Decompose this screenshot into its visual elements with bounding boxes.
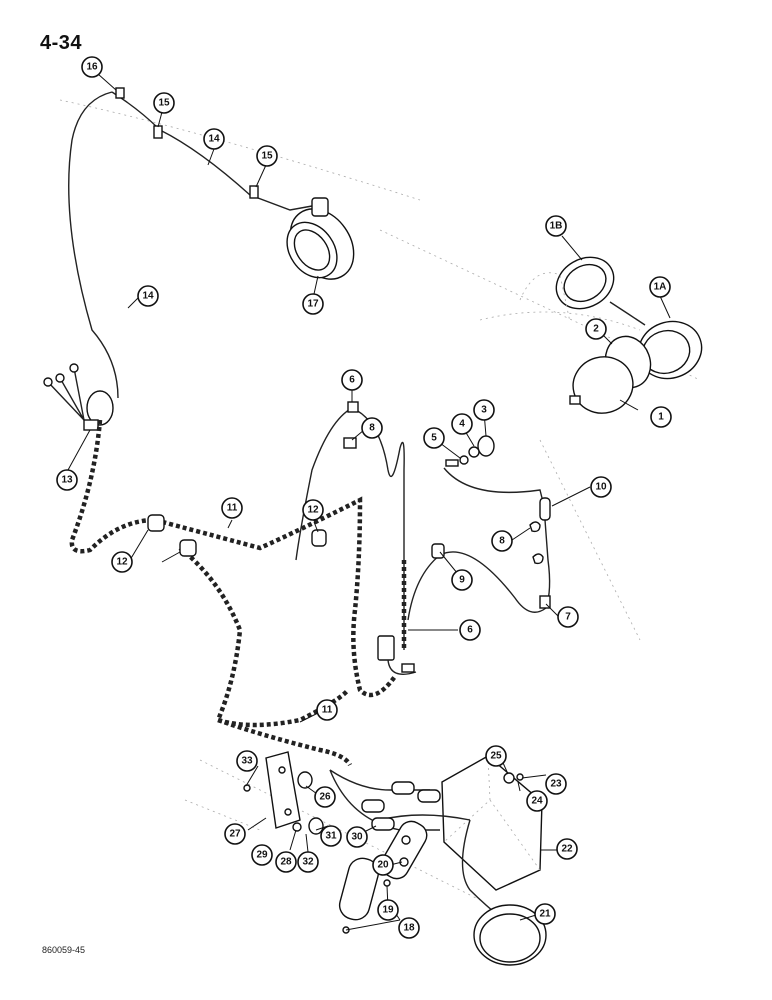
svg-text:5: 5 — [431, 433, 437, 444]
svg-text:8: 8 — [499, 536, 505, 547]
callout-21: 21 — [534, 903, 556, 925]
svg-text:4: 4 — [459, 419, 465, 430]
callout-6-upper: 6 — [341, 369, 363, 391]
svg-text:23: 23 — [550, 779, 562, 790]
svg-text:8: 8 — [369, 423, 375, 434]
callout-33: 33 — [236, 750, 258, 772]
callout-1B: 1B — [545, 215, 567, 237]
callout-1: 1 — [650, 406, 672, 428]
svg-text:13: 13 — [61, 475, 73, 486]
callout-8-upper: 8 — [361, 417, 383, 439]
svg-text:1B: 1B — [550, 221, 563, 232]
callout-12-right: 12 — [302, 499, 324, 521]
svg-text:19: 19 — [382, 905, 394, 916]
work-lamp-17 — [286, 197, 355, 280]
svg-text:31: 31 — [325, 831, 337, 842]
svg-text:6: 6 — [467, 625, 473, 636]
callout-23: 23 — [545, 773, 567, 795]
svg-text:1A: 1A — [654, 282, 667, 293]
svg-text:16: 16 — [86, 62, 98, 73]
leader-lines — [67, 73, 671, 931]
callout-11-lower: 11 — [316, 699, 338, 721]
drawing-code: 860059-45 — [42, 945, 86, 955]
callout-13: 13 — [56, 469, 78, 491]
callout-19: 19 — [377, 899, 399, 921]
center-wiring — [295, 401, 551, 650]
callout-18: 18 — [398, 917, 420, 939]
callout-25: 25 — [485, 745, 507, 767]
callout-15-lower: 15 — [256, 145, 278, 167]
headlamp-assembly — [519, 256, 703, 414]
svg-text:18: 18 — [403, 923, 415, 934]
svg-text:22: 22 — [561, 844, 573, 855]
callout-30: 30 — [346, 826, 368, 848]
svg-text:20: 20 — [377, 860, 389, 871]
callout-15-upper: 15 — [153, 92, 175, 114]
svg-text:1: 1 — [658, 412, 664, 423]
callout-14-lower: 14 — [137, 285, 159, 307]
callout-1A: 1A — [649, 276, 671, 298]
svg-text:3: 3 — [481, 405, 487, 416]
callout-17: 17 — [302, 293, 324, 315]
callout-4: 4 — [451, 413, 473, 435]
callout-20: 20 — [372, 854, 394, 876]
callout-5: 5 — [423, 427, 445, 449]
callout-10: 10 — [590, 476, 612, 498]
callout-8-lower: 8 — [491, 530, 513, 552]
machine-outline — [59, 99, 701, 901]
svg-text:12: 12 — [307, 505, 319, 516]
callout-2: 2 — [585, 318, 607, 340]
svg-text:24: 24 — [531, 796, 543, 807]
svg-text:21: 21 — [539, 909, 551, 920]
svg-text:6: 6 — [349, 375, 355, 386]
svg-text:14: 14 — [208, 134, 220, 145]
svg-text:28: 28 — [280, 857, 292, 868]
svg-text:7: 7 — [565, 612, 571, 623]
svg-text:9: 9 — [459, 575, 465, 586]
svg-text:25: 25 — [490, 751, 502, 762]
callout-27: 27 — [224, 823, 246, 845]
page-number: 4-34 — [40, 32, 83, 54]
callout-14-upper: 14 — [203, 128, 225, 150]
callout-29: 29 — [251, 844, 273, 866]
callout-3: 3 — [473, 399, 495, 421]
svg-text:29: 29 — [256, 850, 268, 861]
callout-28: 28 — [275, 851, 297, 873]
callout-7: 7 — [557, 606, 579, 628]
callout-16: 16 — [81, 56, 103, 78]
svg-text:15: 15 — [158, 98, 170, 109]
svg-text:33: 33 — [241, 756, 253, 767]
svg-text:30: 30 — [351, 832, 363, 843]
harness-11 — [69, 419, 417, 767]
harness-14 — [43, 87, 313, 431]
svg-text:27: 27 — [229, 829, 241, 840]
svg-text:15: 15 — [261, 151, 273, 162]
svg-text:12: 12 — [116, 557, 128, 568]
callout-32: 32 — [297, 851, 319, 873]
callout-24: 24 — [526, 790, 548, 812]
svg-text:2: 2 — [593, 324, 599, 335]
svg-text:26: 26 — [319, 792, 331, 803]
svg-text:32: 32 — [302, 857, 314, 868]
svg-text:11: 11 — [227, 503, 238, 514]
svg-text:10: 10 — [595, 482, 607, 493]
rear-lamp-cluster — [243, 751, 547, 966]
callout-6-lower: 6 — [459, 619, 481, 641]
svg-text:11: 11 — [322, 705, 333, 716]
callout-11-upper: 11 — [221, 497, 243, 519]
svg-text:17: 17 — [307, 299, 319, 310]
callout-31: 31 — [320, 825, 342, 847]
svg-text:14: 14 — [142, 291, 154, 302]
callout-26: 26 — [314, 786, 336, 808]
callout-9: 9 — [451, 569, 473, 591]
callout-22: 22 — [556, 838, 578, 860]
callout-12-left: 12 — [111, 551, 133, 573]
